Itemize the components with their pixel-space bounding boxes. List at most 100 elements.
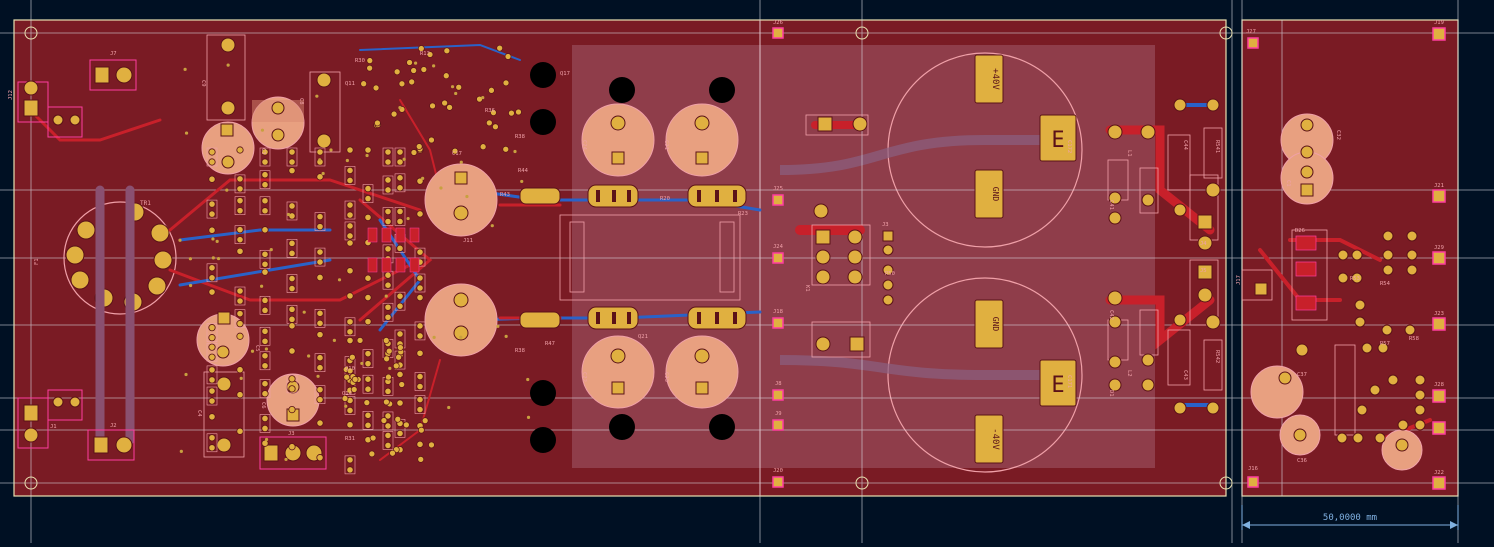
capacitor-c17 bbox=[424, 163, 498, 237]
ref-j27: J27 bbox=[1246, 29, 1256, 35]
ref-c21: C21 bbox=[663, 140, 669, 150]
ref-j21: J21 bbox=[1434, 183, 1444, 189]
ref-q17: Q17 bbox=[560, 71, 570, 77]
ref-j23: J23 bbox=[1434, 311, 1444, 317]
ref-c172: C172 bbox=[1066, 140, 1072, 153]
dimension-measure[interactable]: 50,0000 mm bbox=[1241, 505, 1459, 530]
ref-r20: R20 bbox=[660, 196, 670, 202]
ref-j24: J24 bbox=[773, 244, 784, 250]
ref-j20: J20 bbox=[773, 468, 783, 474]
ref-c42: C42 bbox=[1108, 310, 1114, 320]
ref-c8: C8 bbox=[298, 98, 304, 105]
power-terminals[interactable]: +40V E GND GND E -40V bbox=[974, 54, 1077, 464]
ref-c41: C41 bbox=[1108, 200, 1114, 210]
ref-c32: C32 bbox=[1335, 130, 1341, 140]
ref-r542: R542 bbox=[1214, 350, 1220, 363]
ref-l2: L2 bbox=[1126, 370, 1132, 377]
ref-c4: C4 bbox=[196, 410, 202, 417]
ref-j16: J16 bbox=[1248, 466, 1258, 472]
capacitor-c10 bbox=[251, 96, 305, 150]
svg-text:TR1: TR1 bbox=[140, 200, 151, 207]
terminal-plus40v: +40V bbox=[974, 54, 1004, 104]
ref-f1: F1 bbox=[34, 258, 40, 265]
ref-j18: J18 bbox=[773, 309, 783, 315]
svg-text:GND: GND bbox=[991, 187, 1000, 202]
ref-c5: C5 bbox=[254, 345, 260, 352]
capacitor-c37 bbox=[1250, 365, 1304, 419]
ref-j12: J12 bbox=[8, 90, 14, 100]
ref-r13: R13 bbox=[420, 51, 430, 57]
ref-c24: C24 bbox=[581, 140, 587, 151]
ref-j7: J7 bbox=[110, 51, 117, 57]
ref-q14: Q14 bbox=[342, 391, 353, 397]
ref-j1: J1 bbox=[50, 424, 57, 430]
ref-j4: J4 bbox=[1200, 241, 1207, 247]
toroid-connector-tr1[interactable]: TR1 bbox=[63, 200, 177, 315]
terminal-minus40v: -40V bbox=[974, 414, 1004, 464]
driver-stage-components[interactable] bbox=[178, 44, 531, 475]
ref-l1: L1 bbox=[1126, 150, 1132, 157]
ref-j29: J29 bbox=[1434, 245, 1444, 251]
output-section-pads[interactable] bbox=[1107, 98, 1221, 415]
ref-j25: J25 bbox=[773, 186, 783, 192]
ref-q11: Q11 bbox=[345, 81, 355, 87]
ref-c43: C43 bbox=[1182, 370, 1188, 380]
ref-c1: C1 bbox=[1285, 180, 1291, 187]
ref-c23: C23 bbox=[663, 372, 669, 382]
ref-r58: R58 bbox=[1409, 336, 1419, 342]
ref-c9: C9 bbox=[200, 80, 206, 87]
ref-c17: C17 bbox=[452, 151, 462, 157]
ref-c22: C22 bbox=[581, 372, 587, 382]
ref-d1: D1 bbox=[1108, 390, 1114, 397]
ref-r57: R57 bbox=[1380, 341, 1390, 347]
test-points[interactable] bbox=[772, 27, 1446, 490]
ref-r30: R30 bbox=[355, 58, 365, 64]
ref-r53: R53 bbox=[1350, 276, 1360, 282]
reference-labels: J7 J12 J1 J2 J3 J4 J5 J8 J9 J11 J16 J17 … bbox=[8, 20, 1444, 476]
center-connectors[interactable] bbox=[813, 116, 894, 352]
ref-r43: R43 bbox=[500, 192, 510, 198]
ref-c37: C37 bbox=[1297, 372, 1307, 378]
ref-j19: J19 bbox=[1434, 20, 1444, 26]
ref-c171: C171 bbox=[1066, 375, 1072, 388]
svg-text:E: E bbox=[1051, 128, 1064, 153]
svg-text:-40V: -40V bbox=[990, 428, 1000, 450]
ref-c3: C3 bbox=[260, 148, 266, 155]
psu-smd-components[interactable] bbox=[1254, 230, 1426, 444]
capacitor-c18 bbox=[424, 283, 498, 357]
terminal-e-top: E bbox=[1039, 114, 1077, 162]
ref-j9: J9 bbox=[775, 411, 782, 417]
terminal-e-bottom: E bbox=[1039, 359, 1077, 407]
ref-j2: J2 bbox=[110, 423, 117, 429]
ref-r23: R23 bbox=[738, 211, 748, 217]
capacitor-c20 bbox=[581, 103, 655, 177]
ref-r38-b: R38 bbox=[515, 348, 525, 354]
capacitor-c21 bbox=[665, 103, 739, 177]
ref-q21: Q21 bbox=[638, 334, 648, 340]
capacitor-c171-outline bbox=[887, 277, 1083, 473]
ref-j17: J17 bbox=[1236, 275, 1242, 285]
terminal-gnd-top: GND bbox=[974, 169, 1004, 219]
ref-r31: R31 bbox=[345, 436, 355, 442]
ref-j3: J3 bbox=[288, 431, 295, 437]
ref-r54: R54 bbox=[1380, 281, 1391, 287]
capacitor-c23 bbox=[665, 335, 739, 409]
svg-text:GND: GND bbox=[991, 317, 1000, 332]
ref-j11: J11 bbox=[463, 238, 473, 244]
output-transistors[interactable] bbox=[519, 184, 747, 330]
ref-k1: K1 bbox=[804, 285, 810, 292]
heatsink-holes bbox=[530, 62, 735, 453]
ref-r541: R541 bbox=[1214, 140, 1220, 153]
capacitor-pads bbox=[216, 101, 1409, 452]
ref-c36: C36 bbox=[1297, 458, 1307, 464]
ref-r47: R47 bbox=[545, 341, 555, 347]
ref-r50: R50 bbox=[885, 271, 895, 277]
ref-c6: C6 bbox=[260, 402, 266, 409]
ref-j28: J28 bbox=[1434, 382, 1444, 388]
ref-j26: J26 bbox=[773, 20, 783, 26]
input-connectors[interactable] bbox=[17, 37, 332, 470]
ref-j8: J8 bbox=[775, 381, 782, 387]
ref-j5: J5 bbox=[1200, 268, 1207, 274]
